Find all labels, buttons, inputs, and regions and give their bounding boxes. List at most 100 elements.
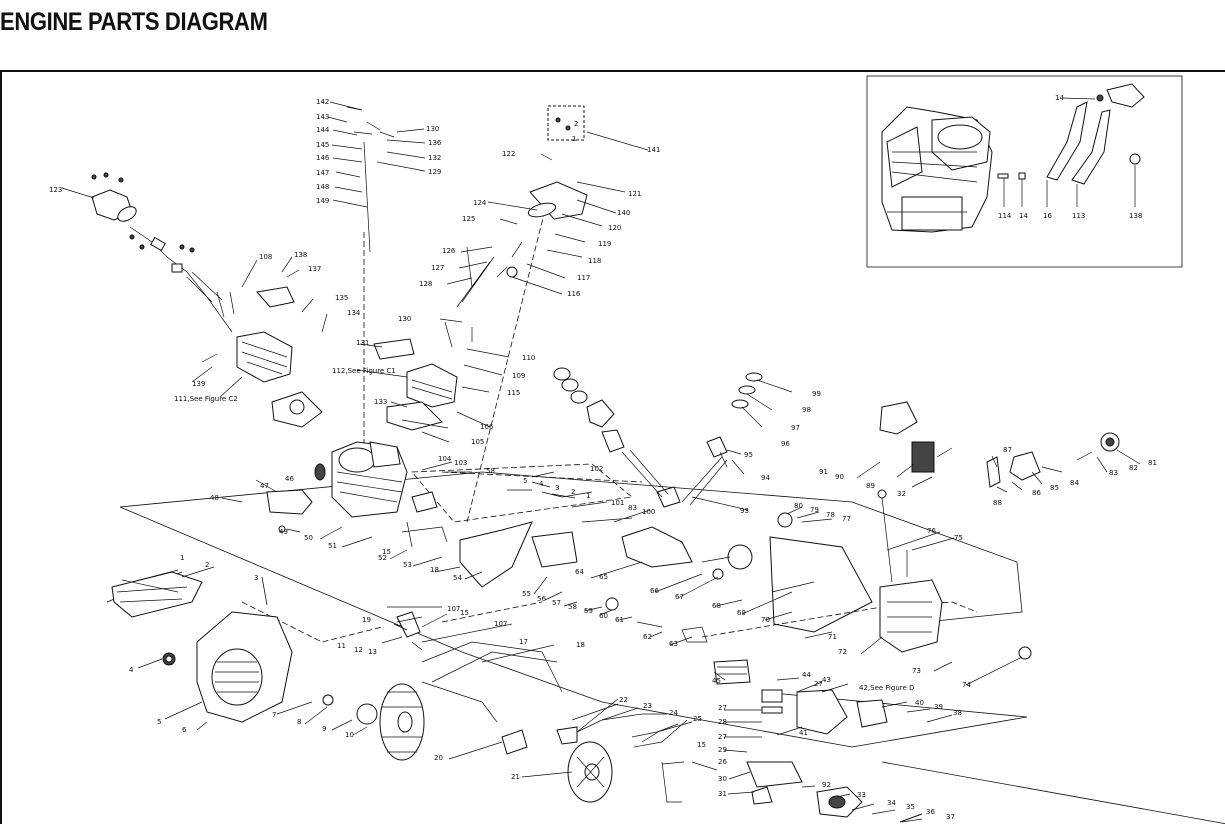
label-138: 138 — [294, 251, 307, 259]
label-18: 18 — [576, 641, 585, 649]
inset-hoses — [997, 83, 1145, 207]
label-57: 57 — [552, 599, 561, 607]
label-85: 85 — [1050, 484, 1059, 492]
label-88: 88 — [993, 499, 1002, 507]
label-27c: 27 — [814, 680, 823, 688]
label-126: 126 — [442, 247, 456, 255]
governor-parts — [879, 401, 1120, 488]
label-51: 51 — [328, 542, 337, 550]
label-15: 15 — [460, 609, 469, 617]
label-71: 71 — [828, 633, 837, 641]
label-83b: 83 — [628, 504, 637, 512]
label-sub-1b: 1 — [572, 135, 576, 143]
label-34: 34 — [887, 799, 896, 807]
label-38: 38 — [953, 709, 962, 717]
pulley-wheel — [567, 741, 613, 803]
label-118: 118 — [588, 257, 601, 265]
label-55: 55 — [522, 590, 531, 598]
label-61: 61 — [615, 616, 624, 624]
label-128: 128 — [419, 280, 432, 288]
label-76: 76 — [927, 527, 936, 535]
label-49: 49 — [279, 528, 288, 536]
label-102: 102 — [590, 465, 603, 473]
label-28: 28 — [718, 718, 727, 726]
label-122: 122 — [502, 150, 515, 158]
crankcase-zone-outline — [119, 471, 1023, 625]
label-134: 134 — [347, 309, 361, 317]
label-129: 129 — [428, 168, 441, 176]
label-115: 115 — [507, 389, 520, 397]
label-63: 63 — [669, 640, 678, 648]
label-108: 108 — [259, 253, 272, 261]
cylinder-block — [314, 441, 408, 518]
label-89: 89 — [866, 482, 875, 490]
label-46: 46 — [285, 475, 294, 483]
label-1: 1 — [180, 554, 184, 562]
label-43: 43 — [822, 676, 831, 684]
label-35: 35 — [906, 803, 915, 811]
label-137: 137 — [308, 265, 321, 273]
label-6: 6 — [182, 726, 187, 734]
label-31: 31 — [718, 790, 727, 798]
cylinder-head-right — [373, 338, 458, 431]
label-141: 141 — [647, 146, 660, 154]
label-109: 109 — [512, 372, 525, 380]
label-125: 125 — [462, 215, 475, 223]
label-79: 79 — [810, 506, 819, 514]
label-26: 26 — [718, 758, 727, 766]
label-inset-14a: 14 — [1055, 94, 1064, 102]
label-144: 144 — [316, 126, 330, 134]
label-142: 142 — [316, 98, 329, 106]
label-139: 139 — [192, 380, 205, 388]
label-50: 50 — [304, 534, 313, 542]
label-13: 13 — [368, 648, 377, 656]
rocker-arm-parts — [129, 234, 235, 318]
label-80: 80 — [794, 502, 803, 510]
label-149: 149 — [316, 197, 329, 205]
label-124: 124 — [473, 199, 487, 207]
label-90: 90 — [835, 473, 844, 481]
label-15b: 15 — [382, 548, 391, 556]
label-135: 135 — [335, 294, 348, 302]
label-65: 65 — [599, 573, 608, 581]
label-132: 132 — [428, 154, 441, 162]
cylinder-head-left — [236, 286, 323, 428]
label-inset-114: 114 — [998, 212, 1012, 220]
label-52: 52 — [378, 554, 387, 562]
label-68: 68 — [712, 602, 721, 610]
label-inset-14b: 14 — [1019, 212, 1028, 220]
page-title: ENGINE PARTS DIAGRAM — [0, 8, 268, 36]
label-54: 54 — [453, 574, 462, 582]
label-30: 30 — [718, 775, 727, 783]
label-111: 111,See Figure C2 — [174, 395, 238, 403]
label-27a: 27 — [718, 704, 727, 712]
label-3: 3 — [254, 574, 258, 582]
label-11: 11 — [337, 642, 346, 650]
label-96: 96 — [781, 440, 790, 448]
label-inset-113: 113 — [1072, 212, 1085, 220]
label-sub-2b: 2 — [574, 120, 578, 128]
label-4: 4 — [129, 666, 134, 674]
label-27b: 27 — [718, 733, 727, 741]
label-78: 78 — [826, 511, 835, 519]
label-17: 17 — [519, 638, 528, 646]
label-sub-4: 4 — [539, 480, 544, 488]
label-136: 136 — [428, 139, 442, 147]
label-64: 64 — [575, 568, 584, 576]
label-33: 33 — [857, 791, 866, 799]
label-39: 39 — [934, 703, 943, 711]
label-131: 131 — [356, 339, 369, 347]
label-7: 7 — [272, 711, 276, 719]
label-32: 32 — [897, 490, 906, 498]
label-20: 20 — [434, 754, 443, 762]
label-inset-16: 16 — [1043, 212, 1052, 220]
label-87: 87 — [1003, 446, 1012, 454]
label-67: 67 — [675, 593, 684, 601]
label-sub-58: 58 — [486, 467, 495, 475]
label-44: 44 — [802, 671, 811, 679]
label-95: 95 — [744, 451, 753, 459]
label-53: 53 — [403, 561, 412, 569]
starter-motor — [266, 489, 313, 533]
ignition-module — [501, 713, 643, 755]
camshaft-gear — [701, 512, 793, 580]
